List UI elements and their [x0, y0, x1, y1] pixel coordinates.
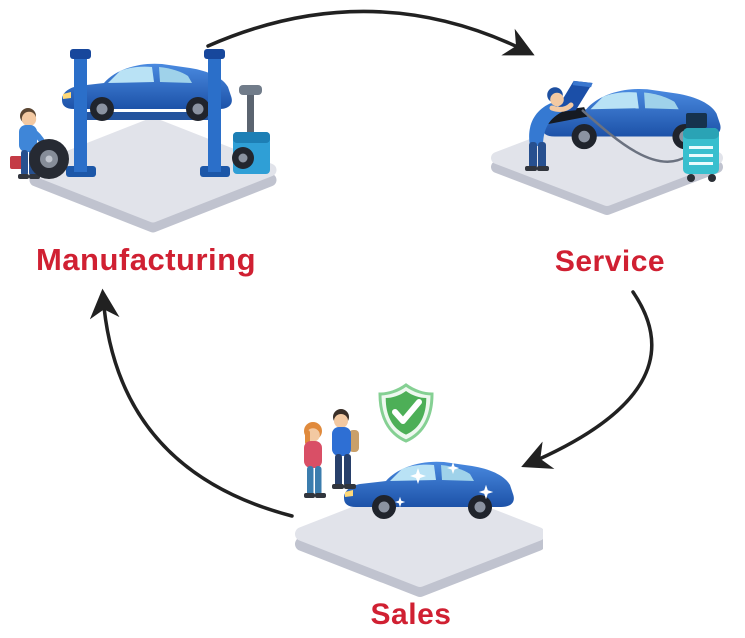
sales-label: Sales: [370, 598, 452, 631]
lift-posts: [70, 49, 225, 172]
mechanic-with-tire: [18, 108, 69, 179]
sales-illustration: [278, 368, 543, 600]
diagnostic-cart: [581, 109, 719, 182]
manufacturing-scene-svg: [10, 49, 277, 233]
customer-woman: [304, 422, 326, 498]
tire-icon: [29, 139, 69, 179]
tire-machine: [232, 85, 270, 174]
service-mechanic: [525, 87, 574, 171]
manufacturing-label: Manufacturing: [35, 242, 257, 277]
service-label: Service: [554, 245, 666, 278]
arrow-sales-to-manufacturing: [89, 288, 294, 518]
sales-scene-svg: [295, 383, 543, 597]
manufactured-car: [62, 63, 232, 121]
sparkle-icon: [394, 462, 494, 508]
sales-car: [344, 461, 514, 519]
manufacturing-illustration: [8, 6, 288, 234]
customer-man: [332, 409, 359, 489]
service-illustration: [480, 28, 735, 218]
quality-shield-icon: [378, 383, 434, 443]
service-scene-svg: [491, 80, 723, 215]
arrow-service-to-sales: [521, 290, 654, 469]
